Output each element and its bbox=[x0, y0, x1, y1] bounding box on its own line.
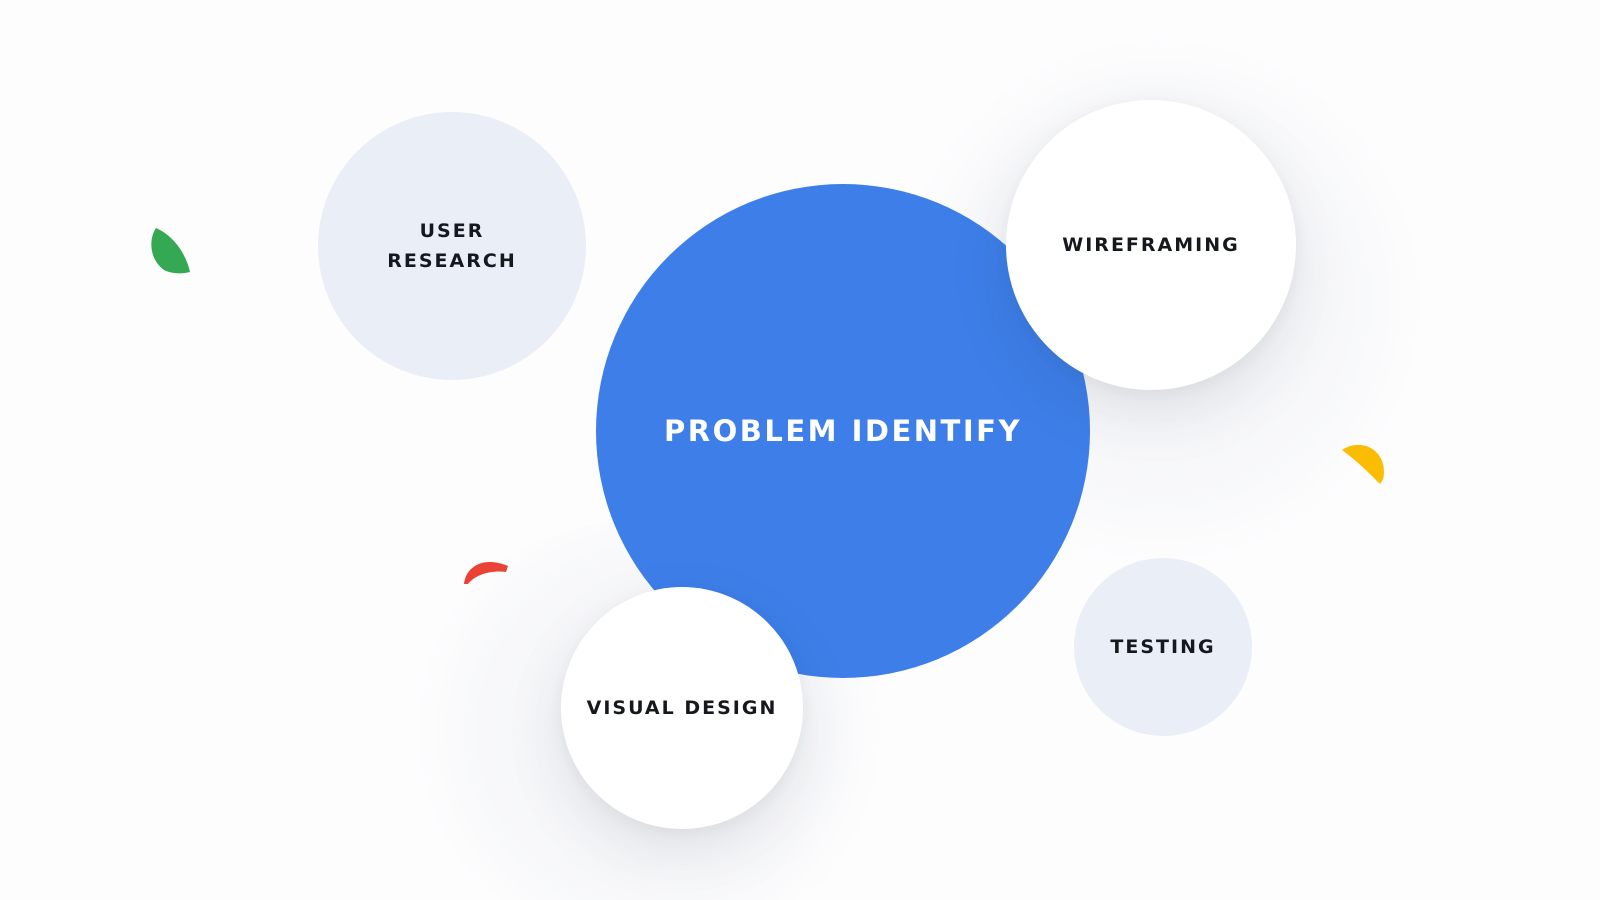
yellow-half-circle-shape bbox=[1342, 444, 1384, 484]
visual-design-bubble: VISUAL DESIGN bbox=[561, 587, 803, 829]
wireframing-bubble: WIREFRAMING bbox=[1006, 100, 1296, 390]
user-research-label-line2: RESEARCH bbox=[387, 250, 517, 272]
testing-label: TESTING bbox=[1110, 636, 1216, 658]
user-research-label: USER RESEARCH bbox=[387, 216, 516, 276]
problem-identify-label: PROBLEM IDENTIFY bbox=[664, 414, 1022, 448]
user-research-bubble: USER RESEARCH bbox=[318, 112, 586, 380]
user-research-label-line1: USER bbox=[419, 220, 485, 242]
green-leaf-shape bbox=[151, 228, 190, 274]
red-half-circle-shape bbox=[464, 562, 508, 584]
testing-bubble: TESTING bbox=[1074, 558, 1252, 736]
wireframing-label: WIREFRAMING bbox=[1062, 234, 1240, 256]
visual-design-label: VISUAL DESIGN bbox=[586, 697, 778, 719]
